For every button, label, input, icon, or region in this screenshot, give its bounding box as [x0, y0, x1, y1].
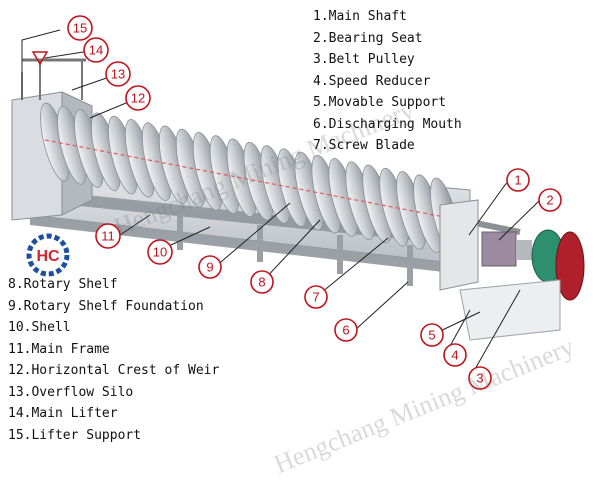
gear-logo-icon: [26, 233, 70, 277]
callout-9-label: 9: [206, 260, 213, 275]
callout-5-label: 5: [428, 328, 435, 343]
legend-item-discharging-mouth: 6.Discharging Mouth: [313, 116, 462, 132]
callout-3: 3: [468, 366, 492, 390]
callout-1: 1: [506, 168, 530, 192]
legend-bottom: 8.Rotary Shelf 9.Rotary Shelf Foundation…: [8, 274, 219, 446]
callout-1-label: 1: [514, 173, 521, 188]
callout-4: 4: [443, 343, 467, 367]
callout-10-label: 10: [153, 245, 167, 260]
callout-4-label: 4: [451, 348, 458, 363]
callout-14-label: 14: [89, 43, 103, 58]
callout-13: 13: [105, 61, 131, 87]
callout-3-label: 3: [476, 371, 483, 386]
callout-6: 6: [334, 318, 358, 342]
callout-2-label: 2: [546, 193, 553, 208]
bearing-seat: [439, 199, 479, 291]
callout-8: 8: [250, 270, 274, 294]
legend-item-rotary-shelf: 8.Rotary Shelf: [8, 277, 118, 292]
legend-item-main-lifter: 14.Main Lifter: [8, 406, 118, 421]
callout-10: 10: [147, 239, 173, 265]
callout-9: 9: [198, 255, 222, 279]
callout-14: 14: [83, 37, 109, 63]
legend-item-movable-support: 5.Movable Support: [313, 95, 447, 110]
company-logo: HC: [26, 233, 70, 277]
speed-reducer: [481, 231, 532, 267]
callout-11-label: 11: [101, 229, 115, 244]
callout-15: 15: [67, 15, 93, 41]
callout-7-label: 7: [312, 290, 319, 305]
callout-11: 11: [95, 223, 121, 249]
callout-12: 12: [125, 85, 151, 111]
lifter-support: [21, 51, 86, 100]
callout-2: 2: [538, 188, 562, 212]
legend-item-lifter-support: 15.Lifter Support: [8, 427, 142, 443]
spiral-classifier-diagram: HC 1 2 3 4 5 6 7 8 9 10 11 12 13 14 15: [11, 15, 585, 390]
legend-item-speed-reducer: 4.Speed Reducer: [313, 73, 431, 89]
legend-item-main-frame: 11.Main Frame: [8, 341, 110, 357]
legend-item-bearing-seat: 2.Bearing Seat: [313, 30, 423, 46]
callout-13-label: 13: [111, 67, 125, 82]
leader-lines: [21, 29, 541, 379]
legend-item-belt-pulley: 3.Belt Pulley: [313, 52, 415, 67]
callout-15-label: 15: [73, 21, 87, 36]
callout-5: 5: [420, 323, 444, 347]
legend-top: 1.Main Shaft 2.Bearing Seat 3.Belt Pulle…: [313, 6, 462, 157]
callout-7: 7: [304, 285, 328, 309]
callout-8-label: 8: [258, 275, 265, 290]
legend-item-shell: 10.Shell: [8, 320, 71, 335]
rotary-shelf: [177, 215, 413, 286]
legend-item-overflow-silo: 13.Overflow Silo: [8, 384, 134, 400]
legend-item-main-shaft: 1.Main Shaft: [313, 9, 407, 24]
legend-item-screw-blade: 7.Screw Blade: [313, 138, 415, 153]
legend-item-horizontal-crest-of-weir: 12.Horizontal Crest of Weir: [8, 363, 220, 378]
movable-support: [459, 279, 561, 341]
callout-12-label: 12: [131, 91, 145, 106]
logo-letters: HC: [36, 248, 60, 265]
legend-item-rotary-shelf-foundation: 9.Rotary Shelf Foundation: [8, 298, 204, 314]
callout-6-label: 6: [342, 323, 349, 338]
